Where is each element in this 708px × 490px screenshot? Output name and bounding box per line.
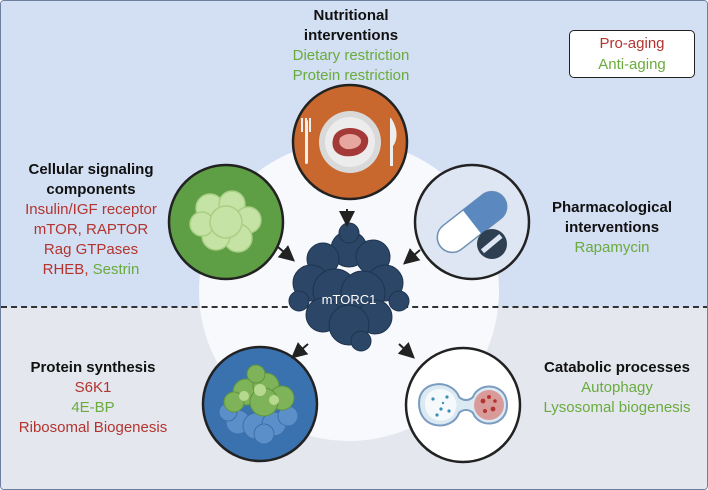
protein-synthesis-block: Protein synthesis S6K1 4E-BP Ribosomal B… — [3, 358, 183, 438]
arrow-signaling — [277, 245, 296, 262]
protein-synthesis-item: S6K1 — [74, 379, 112, 396]
signaling-item: Insulin/IGF receptor — [25, 201, 157, 218]
signaling-item: Rag GTPases — [43, 241, 139, 258]
arrow-catabolic — [397, 341, 415, 359]
signaling-item-sestrin: Sestrin — [92, 261, 140, 278]
pill-capsule-icon — [413, 163, 531, 281]
legend-pro-aging: Pro-aging — [599, 35, 665, 52]
arrow-pharmacological — [402, 248, 421, 265]
plate-meal-icon — [291, 83, 409, 201]
nutritional-title-2: interventions — [303, 27, 399, 44]
catabolic-item: Autophagy — [581, 379, 653, 396]
pharmacological-title: Pharmacological — [551, 199, 673, 216]
arrow-protein-synthesis — [290, 342, 309, 359]
catabolic-title: Catabolic processes — [544, 359, 690, 376]
protein-synthesis-title: Protein synthesis — [30, 359, 156, 376]
protein-synthesis-item: 4E-BP — [71, 399, 115, 416]
nutritional-item: Protein restriction — [292, 67, 410, 84]
pharmacological-interventions-block: Pharmacological interventions Rapamycin — [527, 198, 697, 258]
catabolic-item: Lysosomal biogenesis — [543, 399, 691, 416]
flow-arrows — [277, 209, 421, 359]
mtorc1-label: mTORC1 — [321, 292, 377, 307]
nutritional-interventions-block: Nutritional interventions Dietary restri… — [245, 6, 457, 86]
pharmacological-item: Rapamycin — [574, 239, 650, 256]
ribosome-icon — [201, 345, 319, 463]
signaling-title-2: components — [46, 181, 136, 198]
legend-anti-aging: Anti-aging — [598, 56, 666, 73]
catabolic-processes-block: Catabolic processes Autophagy Lysosomal … — [529, 358, 705, 418]
pharmacological-title-2: interventions — [564, 219, 660, 236]
signaling-item-rheb: RHEB, — [42, 261, 89, 278]
signaling-item: mTOR, RAPTOR — [33, 221, 149, 238]
nutritional-item: Dietary restriction — [292, 47, 410, 64]
nutritional-title: Nutritional — [313, 7, 389, 24]
signaling-title: Cellular signaling — [28, 161, 154, 178]
signaling-components-block: Cellular signaling components Insulin/IG… — [3, 160, 179, 280]
cell-cluster-icon — [167, 163, 285, 281]
autophagy-vesicle-icon — [404, 346, 522, 464]
mtorc1-complex-icon — [288, 222, 410, 352]
legend-box: Pro-aging Anti-aging — [569, 30, 695, 78]
protein-synthesis-item: Ribosomal Biogenesis — [18, 419, 168, 436]
